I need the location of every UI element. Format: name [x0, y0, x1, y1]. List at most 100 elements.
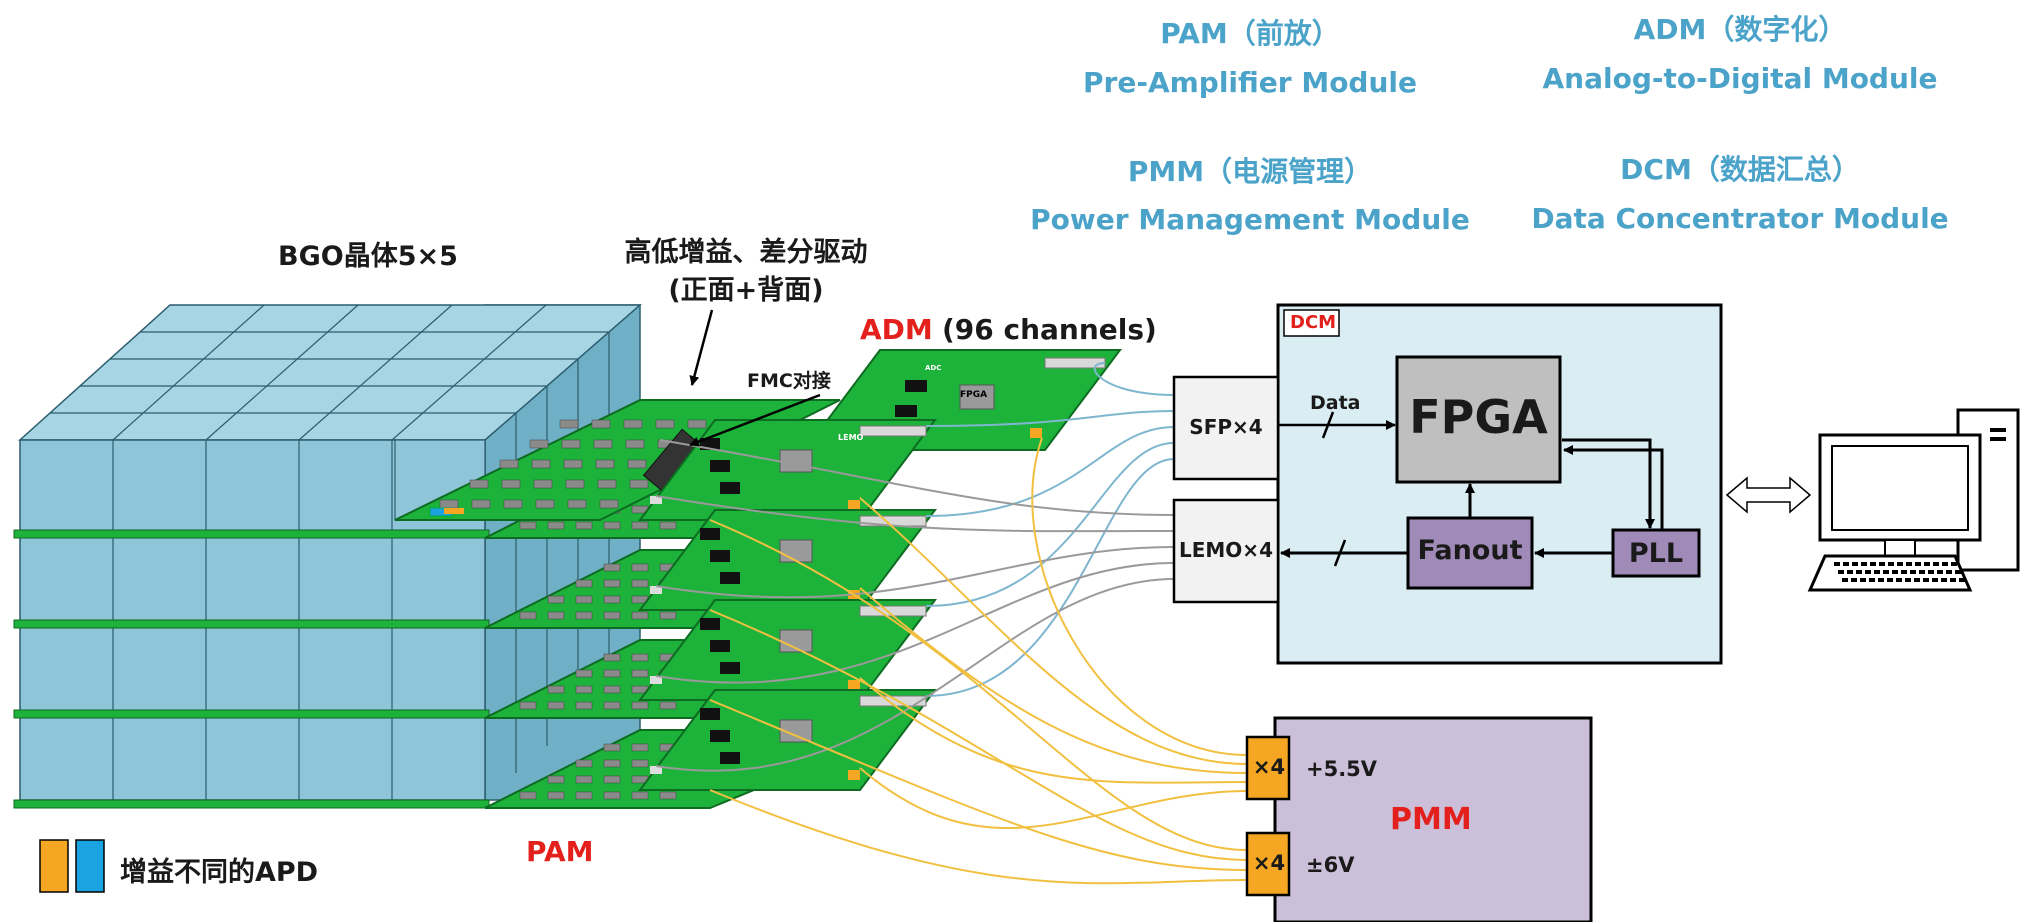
header-adm-cn: ADM（数字化） [1633, 13, 1847, 46]
pam-pad [659, 791, 677, 800]
pam-pad [575, 669, 593, 678]
adm-power-connector [848, 500, 860, 510]
pam-pad [603, 521, 621, 530]
power-cable [709, 609, 1248, 861]
pam-pad [631, 759, 649, 768]
pam-pad [519, 791, 537, 800]
pam-pad [575, 759, 593, 768]
adm-adc-chip [700, 528, 720, 540]
keyboard-key [1834, 562, 1840, 566]
pam-pad [603, 579, 621, 588]
pam-pad [471, 499, 491, 509]
computer-icon [1807, 408, 2020, 592]
adm-sfp-cage [859, 695, 927, 707]
keyboard-key [1897, 562, 1903, 566]
pmm-title: PMM [1390, 802, 1472, 837]
keyboard-key [1946, 570, 1952, 574]
adm-adc-chip [895, 405, 917, 417]
pam-pad [559, 419, 579, 429]
pmm-voltage-bottom: ±6V [1306, 853, 1355, 877]
adm-label: ADM [860, 313, 933, 346]
lemo-cable [655, 562, 1175, 684]
crystal-grid-line [298, 304, 453, 441]
keyboard-key [1888, 562, 1894, 566]
pam-pad [595, 459, 615, 469]
keyboard-key [1865, 570, 1871, 574]
pam-pad [603, 563, 621, 572]
adm-power-connector [848, 770, 860, 780]
lemo-cable [655, 495, 1175, 533]
sfp-box [1172, 375, 1280, 481]
dcm-fpga-label: FPGA [1409, 390, 1548, 444]
bgo-crystal-label: BGO晶体5×5 [278, 241, 458, 272]
pam-pad [687, 419, 707, 429]
layer-plate [13, 709, 490, 719]
apd-orange-chip [444, 508, 464, 514]
pam-pad [631, 563, 649, 572]
pam-pad [655, 419, 675, 429]
keyboard-key [1847, 570, 1853, 574]
adm-adc-chip [720, 482, 740, 494]
adm-adc-chip [905, 380, 927, 392]
pam-pad [659, 521, 677, 530]
adm-adc-chip [710, 730, 730, 742]
pam-pad [561, 439, 581, 449]
keyboard-key [1933, 562, 1939, 566]
pam-pad [575, 791, 593, 800]
pam-pad [631, 791, 649, 800]
keyboard-key [1937, 570, 1943, 574]
optical-fiber [925, 442, 1175, 607]
power-cable [709, 699, 1248, 871]
lemo-cable [659, 439, 1175, 516]
pam-pad [503, 499, 523, 509]
sfp-label: SFP×4 [1189, 415, 1263, 439]
keyboard-key [1901, 570, 1907, 574]
adm-fpga-chip [959, 384, 995, 410]
pam-pad [627, 459, 647, 469]
adm-sfp-cage [859, 425, 927, 437]
fmc-label: FMC对接 [747, 370, 831, 392]
lemo-cables [655, 439, 1175, 772]
adm-lemo-connector [650, 496, 662, 504]
pam-pad [519, 701, 537, 710]
adm-board-stack [638, 419, 937, 791]
pam-pad [593, 439, 613, 449]
keyboard-key [1942, 562, 1948, 566]
keyboard-key [1838, 570, 1844, 574]
adm-channels-label: (96 channels) [942, 313, 1157, 346]
pam-pad [439, 499, 459, 509]
pam-pad [603, 701, 621, 710]
pam-pad [499, 459, 519, 469]
keyboard-key [1892, 570, 1898, 574]
adm-adc-chip [720, 752, 740, 764]
adm-lemo-connector [650, 586, 662, 594]
adm-adc-chip [710, 550, 730, 562]
pam-pad [603, 775, 621, 784]
header-pmm-en: Power Management Module [1030, 203, 1470, 236]
lemo-box [1172, 498, 1280, 604]
adm-lemo-connector [650, 766, 662, 774]
header-pam-en: Pre-Amplifier Module [1083, 66, 1417, 99]
keyboard-key [1955, 570, 1961, 574]
adm-adc-chip [700, 618, 720, 630]
pam-pad [625, 439, 645, 449]
pam-pad [597, 479, 617, 489]
pam-pad [631, 611, 649, 620]
gain-pointer-arrow [689, 309, 714, 386]
adm-adc-chip [720, 662, 740, 674]
adm-fpga-chip [779, 449, 813, 473]
adm-fpga-chip [779, 539, 813, 563]
header-dcm-en: Data Concentrator Module [1531, 202, 1949, 235]
keyboard-key [1905, 578, 1911, 582]
keyboard-key [1879, 562, 1885, 566]
pmm-connector-bottom [1245, 831, 1291, 897]
crystal-grid-line [205, 304, 359, 441]
pam-pad [575, 611, 593, 620]
pam-pad [575, 775, 593, 784]
keyboard-key [1924, 562, 1930, 566]
pam-pad [659, 611, 677, 620]
pmm-module [1245, 716, 1593, 922]
pam-pad [547, 521, 565, 530]
power-cable [859, 587, 1248, 774]
